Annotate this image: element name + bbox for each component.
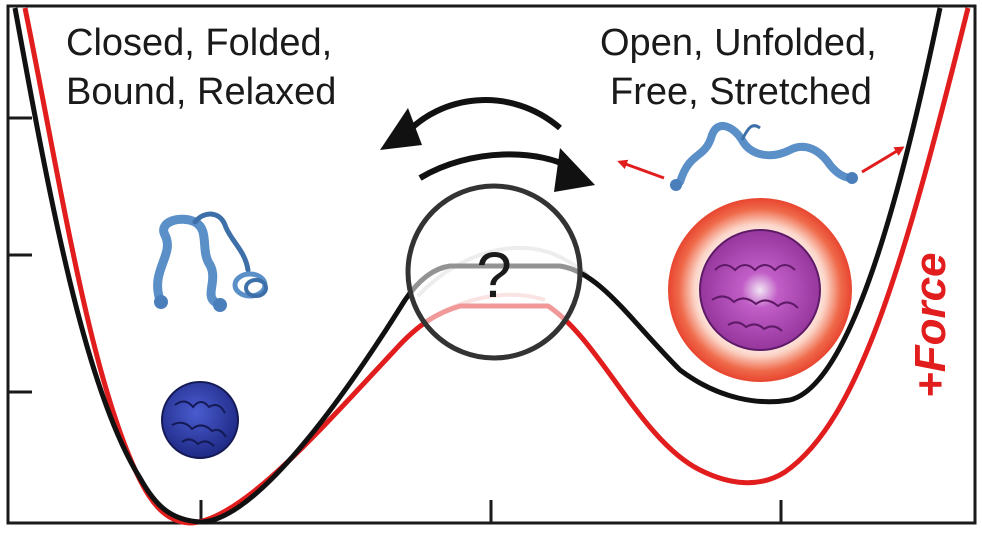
left-state-label-line1: Closed, Folded, [66, 22, 332, 64]
force-label: +Force [906, 252, 955, 398]
closed-protein-blob [161, 381, 239, 459]
right-state-label-line1: Open, Unfolded, [600, 22, 877, 64]
curved-double-arrow-icon [380, 97, 595, 192]
right-state-label-line2: Free, Stretched [610, 71, 872, 113]
transition-state-circle [405, 183, 583, 361]
unfolded-protein-icon [670, 121, 858, 191]
double-headed-arrow-icon [617, 146, 905, 180]
question-mark: ? [476, 239, 512, 311]
open-protein-blob [668, 198, 852, 382]
folded-protein-icon [153, 211, 268, 312]
left-state-label-line2: Bound, Relaxed [66, 71, 336, 113]
